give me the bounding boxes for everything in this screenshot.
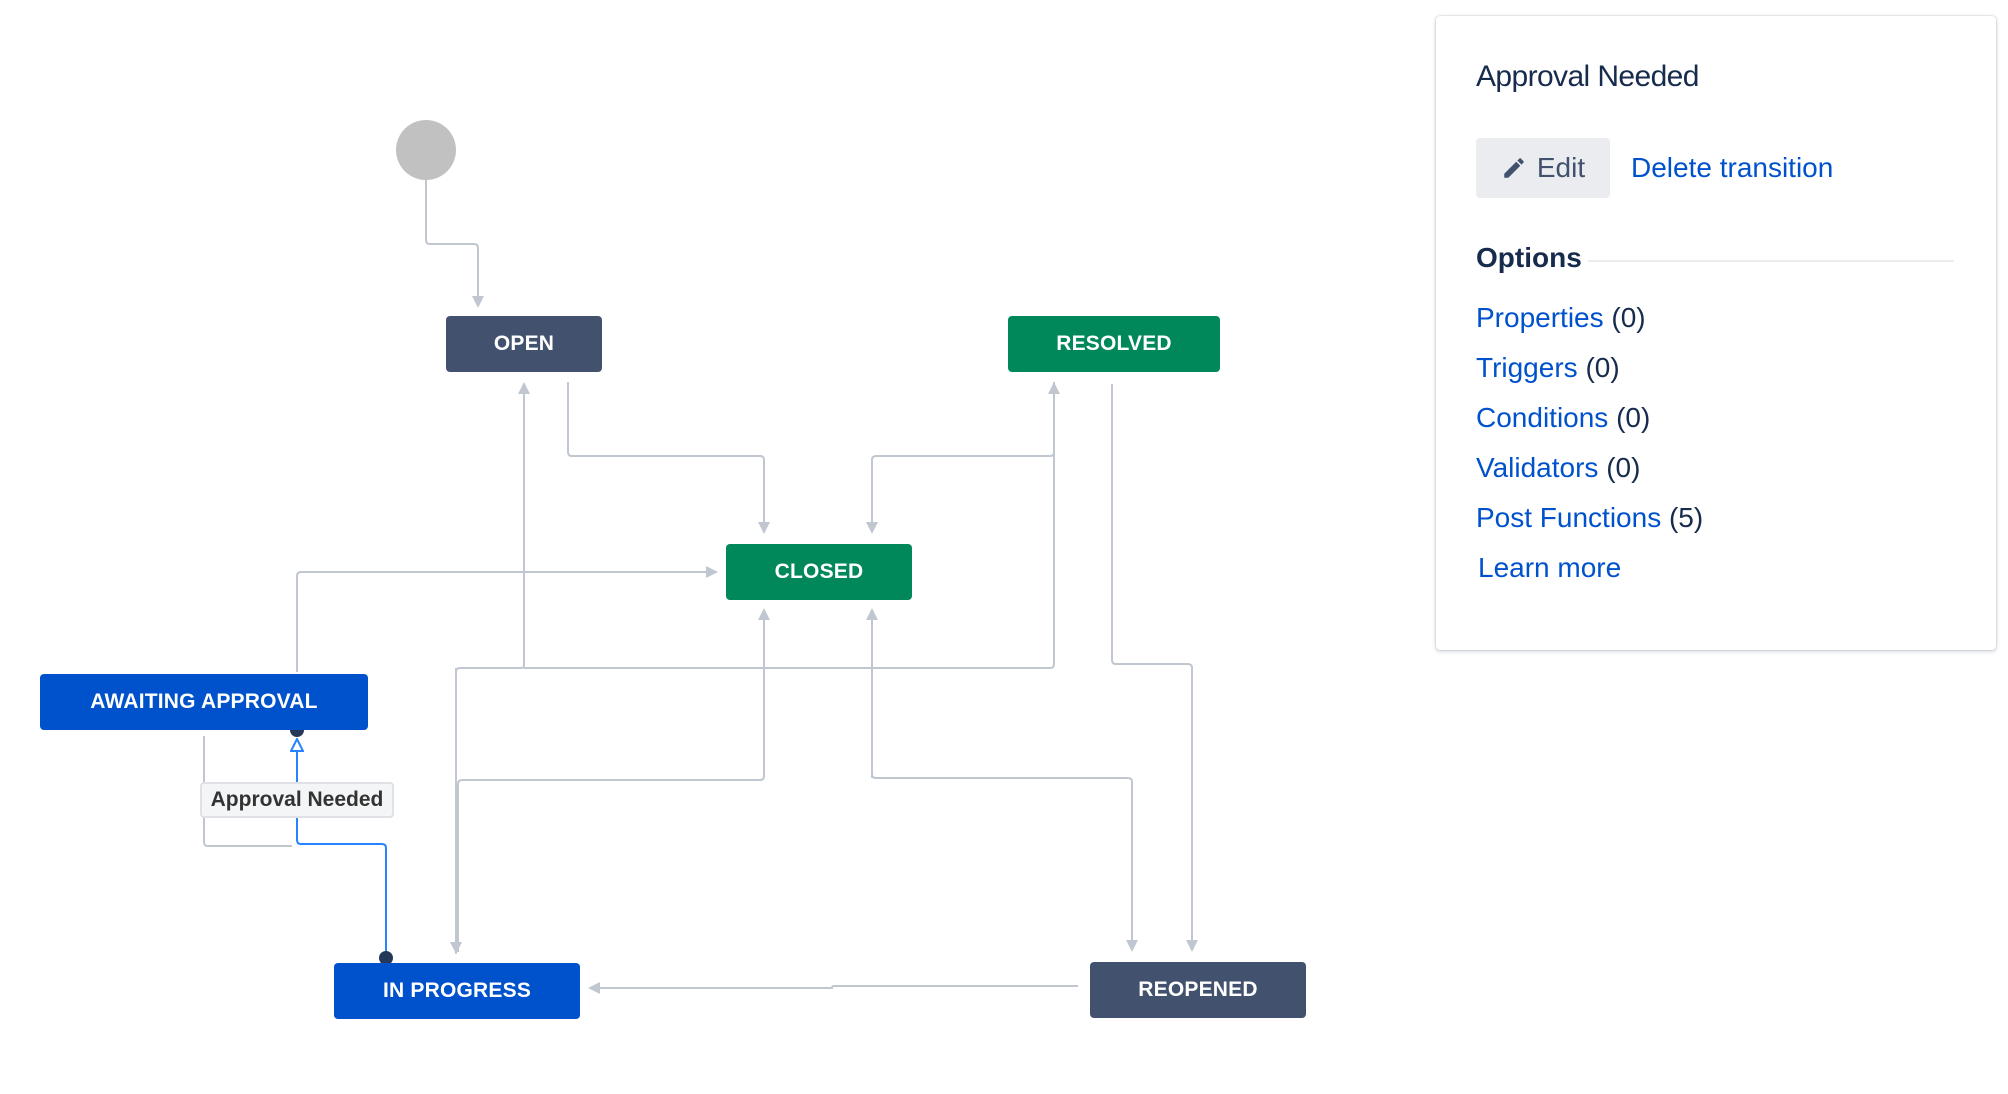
option-post-functions-link[interactable]: Post Functions — [1476, 502, 1662, 533]
connector-resolved-closed — [866, 382, 1055, 534]
status-open[interactable]: OPEN — [446, 316, 602, 372]
option-properties-count: (0) — [1611, 302, 1646, 333]
status-resolved[interactable]: RESOLVED — [1008, 316, 1220, 372]
options-divider — [1588, 260, 1954, 262]
learn-more-link[interactable]: Learn more — [1478, 552, 1622, 583]
status-awaiting-approval[interactable]: AWAITING APPROVAL — [40, 674, 368, 730]
option-conditions-count: (0) — [1616, 402, 1651, 433]
option-triggers-count: (0) — [1585, 352, 1620, 383]
status-closed[interactable]: CLOSED — [726, 544, 912, 600]
option-properties-link[interactable]: Properties — [1476, 302, 1604, 333]
option-conditions: Conditions (0) — [1476, 402, 1650, 434]
options-heading: Options — [1476, 242, 1582, 273]
pencil-icon — [1501, 155, 1527, 181]
connector-closed-inprogress — [457, 612, 765, 952]
connector-resolved-reopened — [1111, 384, 1198, 952]
transition-details-panel: Approval Needed Edit Delete transition O… — [1436, 16, 1996, 650]
connector-reopened-inprogress — [588, 982, 1078, 994]
delete-transition-link[interactable]: Delete transition — [1631, 152, 1834, 183]
option-post-functions: Post Functions (5) — [1476, 502, 1703, 534]
connector-closed-reopened — [871, 610, 1138, 952]
edit-button[interactable]: Edit — [1476, 138, 1610, 198]
option-properties: Properties (0) — [1476, 302, 1646, 334]
connector-inprogress-resolved — [524, 382, 1060, 669]
connector-start-open — [425, 180, 484, 308]
option-validators-link[interactable]: Validators — [1476, 452, 1599, 483]
option-validators: Validators (0) — [1476, 452, 1640, 484]
status-in-progress[interactable]: IN PROGRESS — [334, 963, 580, 1019]
transition-handle-bottom — [379, 951, 393, 965]
panel-title: Approval Needed — [1476, 60, 1699, 93]
connector-awaiting-inprogress — [203, 736, 292, 847]
connector-selected-approval-needed — [297, 740, 387, 958]
transition-label-approval-needed[interactable]: Approval Needed — [200, 782, 394, 818]
edit-button-label: Edit — [1536, 152, 1586, 183]
option-triggers: Triggers (0) — [1476, 352, 1620, 384]
option-triggers-link[interactable]: Triggers — [1476, 352, 1578, 383]
connector-inprogress-open — [455, 665, 525, 954]
status-reopened[interactable]: REOPENED — [1090, 962, 1306, 1018]
option-conditions-link[interactable]: Conditions — [1476, 402, 1609, 433]
connector-open-closed — [567, 382, 770, 534]
transition-connectors — [203, 180, 1198, 994]
start-node[interactable] — [396, 120, 456, 180]
option-validators-count: (0) — [1606, 452, 1641, 483]
option-post-functions-count: (5) — [1668, 502, 1704, 533]
connector-awaiting-closed — [296, 566, 718, 672]
workflow-diagram: OPEN RESOLVED CLOSED AWAITING APPROVAL I… — [40, 120, 1306, 1019]
